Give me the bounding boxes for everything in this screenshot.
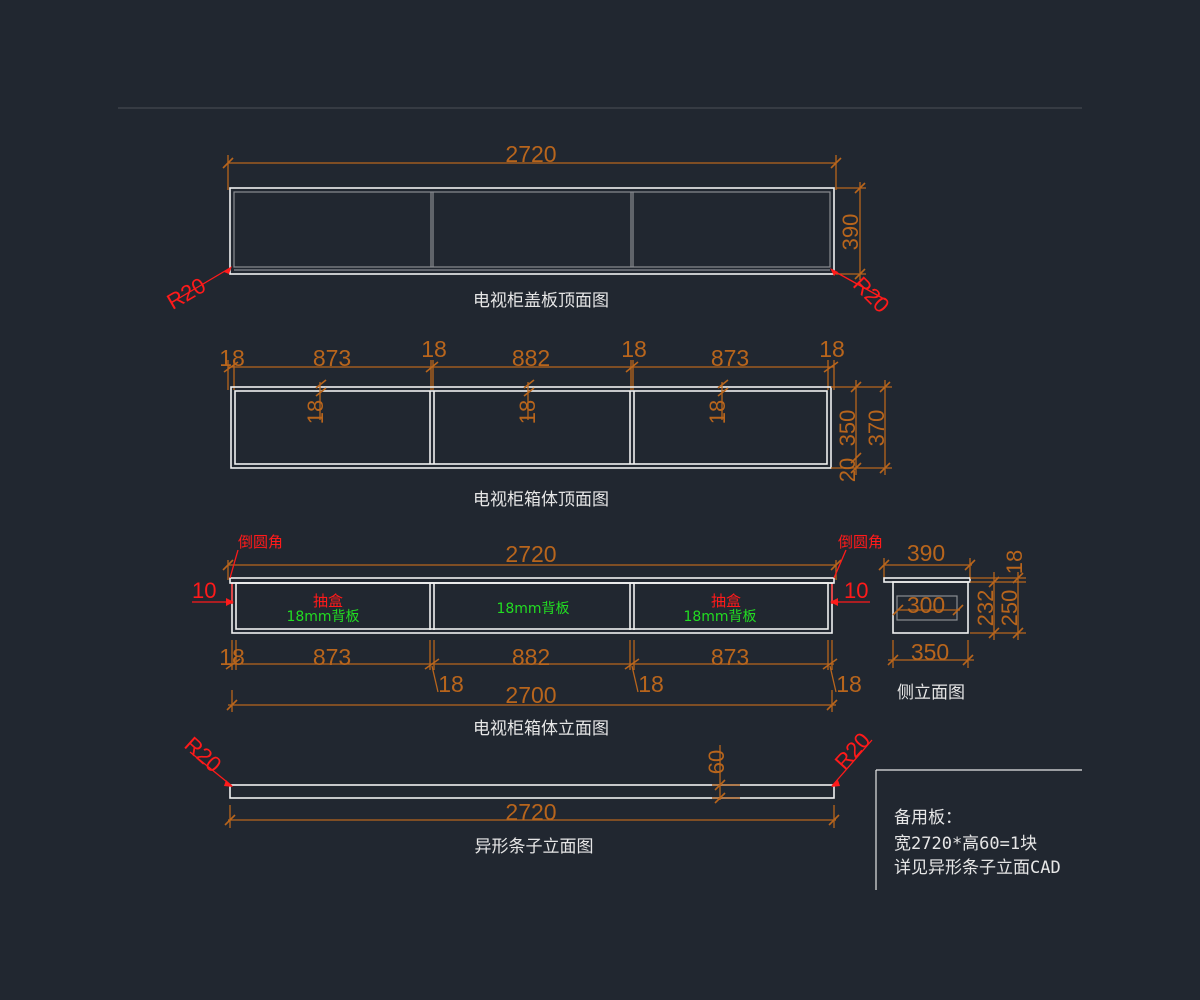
front-sub-dim-3: 18	[836, 671, 862, 697]
side-right-dim-232: 232	[973, 590, 998, 627]
box-top-view: 18 873 18 882 18 873 18 18 18 18 350	[219, 336, 892, 510]
front-bottom-dim-4: 873	[711, 644, 749, 670]
front-bottom-dim-2: 873	[313, 644, 351, 670]
box-top-dim-2: 873	[313, 345, 351, 371]
strip-width-dim: 2720	[505, 799, 556, 825]
side-bottom-dim: 350	[911, 639, 949, 665]
backboard-left-label: 18mm背板	[286, 609, 359, 625]
box-front-view: 2720 倒圆角 倒圆角 10 10 抽盒 18mm背板 18mm背板 抽盒 1…	[192, 533, 883, 739]
box-top-caption: 电视柜箱体顶面图	[473, 490, 609, 510]
box-top-dim-7: 18	[819, 336, 845, 362]
side-top-dim: 390	[907, 540, 945, 566]
box-right-dim-20: 20	[835, 458, 860, 482]
side-view-caption: 侧立面图	[897, 683, 965, 703]
box-top-dim-5: 18	[621, 336, 647, 362]
spare-board-note: 备用板： 宽2720*高60=1块 详见异形条子立面CAD	[875, 769, 1082, 890]
box-right-dim-370: 370	[864, 410, 889, 447]
strip-caption: 异形条子立面图	[475, 837, 594, 857]
side-right-dim-18: 18	[1002, 550, 1027, 574]
chamfer-left-label: 倒圆角	[238, 533, 283, 551]
front-bottom-dim-3: 882	[512, 644, 550, 670]
cover-top-view: 2720 390 R20 R20 电视柜盖板顶面图	[163, 141, 895, 318]
drawer-right-label: 抽盒	[711, 592, 741, 610]
side-view: 390 300 350 232 250 18 侧立面图	[878, 540, 1027, 703]
front-sub-dim-1: 18	[438, 671, 464, 697]
strip-height-dim: 60	[704, 750, 729, 774]
note-line-3: 详见异形条子立面CAD	[894, 858, 1061, 878]
drawer-left-label: 抽盒	[313, 592, 343, 610]
box-top-dim-1: 18	[219, 345, 245, 371]
box-top-dim-6: 873	[711, 345, 749, 371]
side-right-dim-250: 250	[997, 590, 1022, 627]
box-top-dim-4: 882	[512, 345, 550, 371]
chamfer-right-value: 10	[844, 578, 868, 603]
box-inner-dim-1: 18	[303, 400, 328, 424]
note-line-2: 宽2720*高60=1块	[894, 834, 1037, 854]
strip-radius-right: R20	[830, 728, 876, 775]
chamfer-right-label: 倒圆角	[838, 533, 883, 551]
box-inner-dim-3: 18	[705, 400, 730, 424]
box-front-caption: 电视柜箱体立面图	[473, 719, 609, 739]
box-inner-dim-2: 18	[515, 400, 540, 424]
box-top-dim-3: 18	[421, 336, 447, 362]
cover-top-caption: 电视柜盖板顶面图	[473, 291, 609, 311]
strip-radius-left: R20	[180, 732, 227, 778]
side-inner-dim: 300	[907, 592, 945, 618]
front-total-dim: 2700	[505, 682, 556, 708]
chamfer-left-value: 10	[192, 578, 216, 603]
cover-width-dim: 2720	[505, 141, 556, 167]
front-sub-dim-2: 18	[638, 671, 664, 697]
cover-depth-dim: 390	[838, 214, 863, 251]
cover-radius-left: R20	[163, 273, 210, 315]
backboard-right-label: 18mm背板	[683, 609, 756, 625]
strip-view: 60 2720 R20 R20 异形条子立面图	[180, 728, 876, 857]
front-width-dim: 2720	[505, 541, 556, 567]
backboard-mid-label: 18mm背板	[496, 601, 569, 617]
box-right-dim-350: 350	[835, 410, 860, 447]
note-line-1: 备用板：	[894, 808, 962, 828]
front-bottom-dim-1: 18	[219, 644, 245, 670]
